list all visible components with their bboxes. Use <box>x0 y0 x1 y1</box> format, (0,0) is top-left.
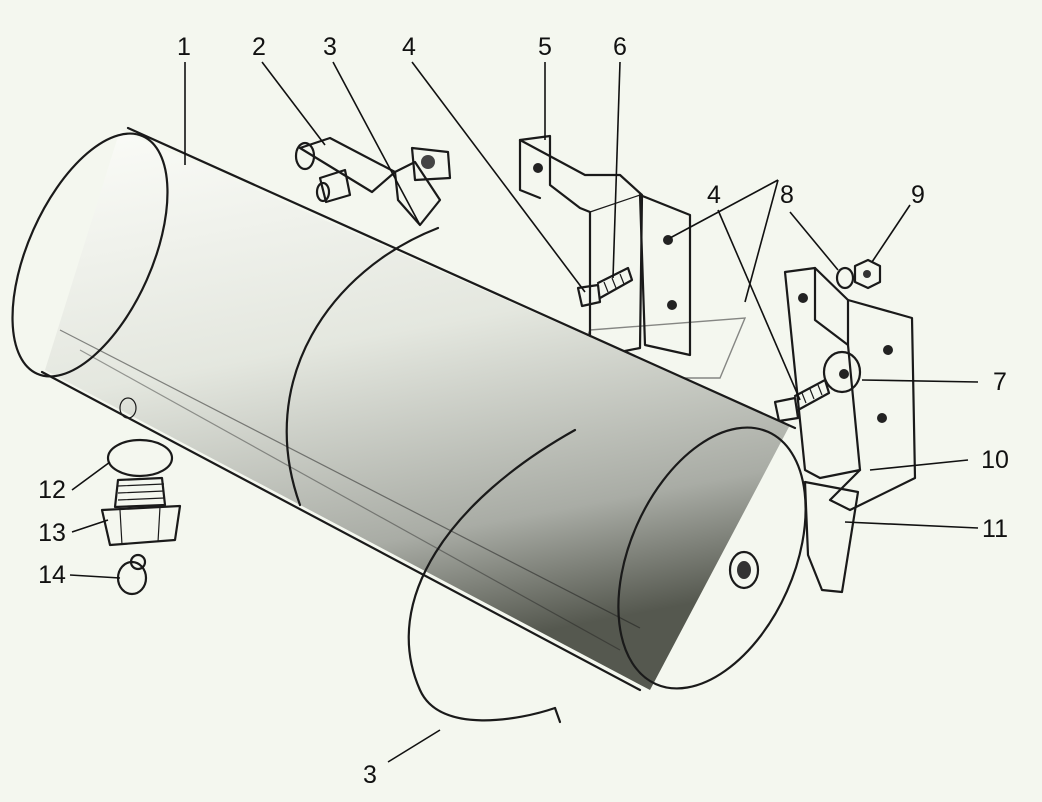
callout-9: 9 <box>911 181 925 209</box>
callout-7: 7 <box>993 368 1007 396</box>
callout-11: 11 <box>982 515 1008 543</box>
callout-6: 6 <box>613 33 627 61</box>
callout-13: 13 <box>38 519 66 547</box>
callout-10: 10 <box>981 446 1009 474</box>
callout-4-upper: 4 <box>402 33 416 61</box>
callout-labels: 1 2 3 4 5 6 4 8 9 7 10 11 12 13 14 3 <box>38 33 1009 789</box>
callout-12: 12 <box>38 476 66 504</box>
leader-lines <box>69 61 979 763</box>
callout-2: 2 <box>252 33 266 61</box>
callout-8: 8 <box>780 181 794 209</box>
bolt-lower <box>773 378 831 423</box>
rubber-pad <box>803 480 860 594</box>
callout-4-lower: 4 <box>707 181 721 209</box>
callout-3-upper: 3 <box>323 33 337 61</box>
bracket-lower <box>783 266 917 512</box>
callout-5: 5 <box>538 33 552 61</box>
callout-14: 14 <box>38 561 66 589</box>
callout-3-lower: 3 <box>363 761 377 789</box>
tee-fitting <box>294 136 452 227</box>
air-tank <box>11 126 807 692</box>
bolt-upper <box>576 266 634 308</box>
nut <box>835 258 882 290</box>
drain-plug-assembly <box>100 438 182 596</box>
air-tube <box>285 226 577 724</box>
washer <box>822 350 862 394</box>
callout-1: 1 <box>177 33 191 61</box>
